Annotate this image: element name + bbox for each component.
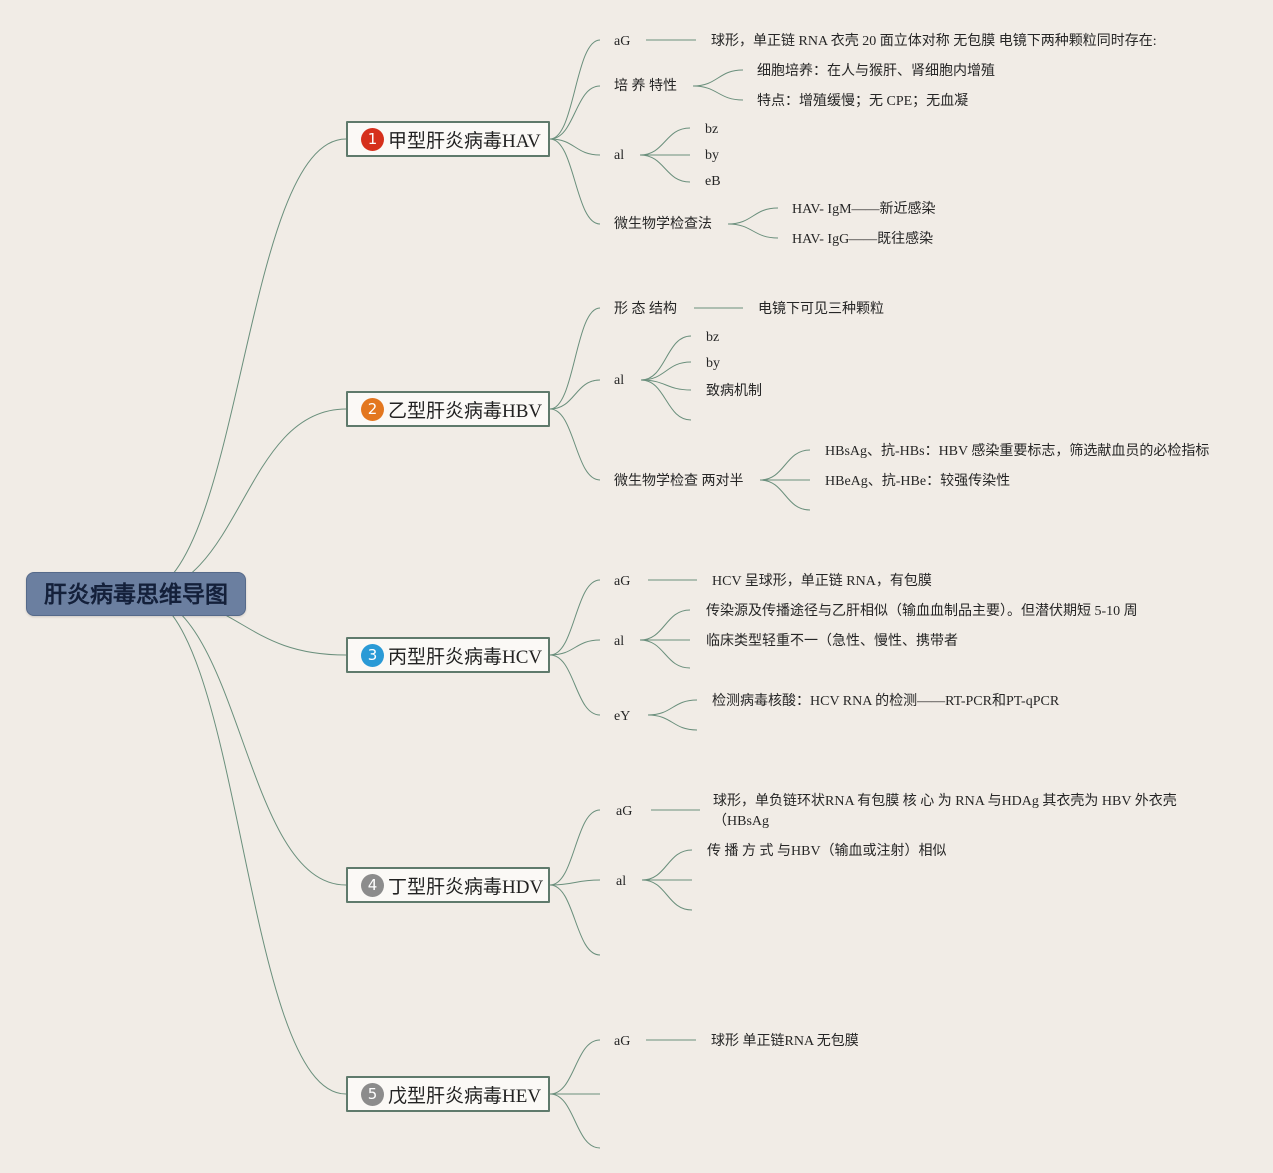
- connector-line: [549, 379, 601, 410]
- hav-lab-child-1[interactable]: HAV- IgM——新近感染: [792, 202, 936, 217]
- connector-line: [647, 699, 698, 716]
- hav-culture-child-1[interactable]: 细胞培养：在人与猴肝、肾细胞内增殖: [757, 64, 995, 79]
- connector-line: [549, 884, 601, 956]
- hcv-al-child-1[interactable]: 传染源及传播途径与乙肝相似（输血血制品主要）。但潜伏期短 5-10 周: [706, 604, 1138, 619]
- hev-ag-text[interactable]: 球形 单正链RNA 无包膜: [711, 1034, 859, 1049]
- number-5-badge-icon: 5: [361, 1082, 384, 1106]
- branch-hev[interactable]: 5 戊型肝炎病毒HEV: [346, 1076, 550, 1112]
- number-1-badge-icon: 1: [361, 127, 384, 151]
- hdv-ag-text-line2[interactable]: （HBsAg: [713, 814, 770, 829]
- connector-line: [647, 714, 698, 731]
- hbv-al-child-1[interactable]: bz: [706, 330, 720, 345]
- connector-line: [137, 593, 347, 1095]
- connector-line: [759, 479, 811, 511]
- branch-hcv[interactable]: 3 丙型肝炎病毒HCV: [346, 637, 550, 673]
- hbv-label-lab[interactable]: 微生物学检查 两对半: [614, 474, 744, 489]
- hcv-label-ag[interactable]: aG: [614, 574, 631, 589]
- hav-label-culture[interactable]: 培 养 特性: [614, 79, 677, 94]
- hcv-ag-text[interactable]: HCV 呈球形，单正链 RNA，有包膜: [712, 574, 932, 589]
- hdv-ag-text[interactable]: 球形，单负链环状RNA 有包膜 核 心 为 RNA 与HDAg 其衣壳为 HBV…: [713, 794, 1177, 809]
- connector-line: [639, 609, 691, 641]
- hav-culture-child-2[interactable]: 特点：增殖缓慢；无 CPE；无血凝: [757, 94, 969, 109]
- connector-line: [137, 408, 347, 595]
- branch-title: 丙型肝炎病毒HCV: [388, 646, 543, 668]
- connector-line: [137, 593, 347, 886]
- hav-label-lab[interactable]: 微生物学检查法: [614, 217, 712, 232]
- number-2-badge-icon: 2: [361, 397, 384, 421]
- connector-line: [639, 639, 691, 669]
- connector-line: [549, 1093, 601, 1149]
- connector-line: [549, 85, 601, 140]
- branch-title: 甲型肝炎病毒HAV: [388, 130, 541, 152]
- hcv-label-ey[interactable]: eY: [614, 709, 631, 724]
- connector-line: [549, 879, 601, 886]
- connector-line: [641, 879, 693, 911]
- branch-hdv[interactable]: 4 丁型肝炎病毒HDV: [346, 867, 550, 903]
- connector-line: [639, 154, 691, 183]
- hdv-al-child-1[interactable]: 传 播 方 式 与HBV（输血或注射）相似: [707, 844, 947, 859]
- hav-al-child-1[interactable]: bz: [705, 122, 719, 137]
- hdv-label-ag[interactable]: aG: [616, 804, 633, 819]
- connector-line: [549, 39, 601, 140]
- hav-al-child-2[interactable]: by: [705, 148, 719, 163]
- connector-line: [640, 379, 692, 421]
- hev-label-ag[interactable]: aG: [614, 1034, 631, 1049]
- hcv-ey-child-1[interactable]: 检测病毒核酸：HCV RNA 的检测——RT-PCR和PT-qPCR: [712, 694, 1060, 709]
- connector-line: [137, 138, 347, 595]
- branch-hbv[interactable]: 2 乙型肝炎病毒HBV: [346, 391, 550, 427]
- connector-line: [639, 127, 691, 156]
- hdv-label-al[interactable]: al: [616, 874, 627, 889]
- connector-line: [549, 408, 601, 481]
- connector-line: [549, 639, 601, 656]
- branch-title: 丁型肝炎病毒HDV: [388, 876, 544, 898]
- hbv-al-child-3[interactable]: 致病机制: [706, 384, 762, 399]
- connector-line: [692, 85, 744, 101]
- hav-label-al[interactable]: al: [614, 148, 625, 163]
- hbv-lab-child-1[interactable]: HBsAg、抗-HBs：HBV 感染重要标志，筛选献血员的必检指标: [825, 444, 1210, 459]
- connector-line: [549, 1039, 601, 1095]
- connector-line: [549, 654, 601, 716]
- hav-ag-text[interactable]: 球形，单正链 RNA 衣壳 20 面立体对称 无包膜 电镜下两种颗粒同时存在:: [711, 34, 1157, 49]
- connector-line: [549, 307, 601, 410]
- branch-title: 乙型肝炎病毒HBV: [388, 400, 543, 422]
- number-3-badge-icon: 3: [361, 643, 384, 667]
- connector-line: [549, 579, 601, 656]
- hbv-label-al[interactable]: al: [614, 373, 625, 388]
- connector-line: [641, 849, 693, 881]
- connector-line: [549, 809, 601, 886]
- hbv-label-morphology[interactable]: 形 态 结构: [614, 302, 677, 317]
- hcv-al-child-2[interactable]: 临床类型轻重不一（急性、慢性、携带者: [706, 634, 958, 649]
- hav-lab-child-2[interactable]: HAV- IgG——既往感染: [792, 232, 934, 247]
- connector-line: [727, 207, 779, 225]
- connector-line: [640, 335, 692, 381]
- hcv-label-al[interactable]: al: [614, 634, 625, 649]
- hbv-morphology-text[interactable]: 电镜下可见三种颗粒: [758, 302, 884, 317]
- hav-al-child-3[interactable]: eB: [705, 174, 721, 189]
- connector-line: [549, 138, 601, 225]
- branch-title: 戊型肝炎病毒HEV: [388, 1085, 542, 1107]
- connector-line: [549, 138, 601, 156]
- connector-line: [640, 361, 692, 381]
- root-node[interactable]: 肝炎病毒思维导图: [26, 572, 246, 616]
- hav-label-ag[interactable]: aG: [614, 34, 631, 49]
- hbv-lab-child-2[interactable]: HBeAg、抗-HBe：较强传染性: [825, 474, 1011, 489]
- connector-line: [692, 69, 744, 87]
- branch-hav[interactable]: 1 甲型肝炎病毒HAV: [346, 121, 550, 157]
- number-4-badge-icon: 4: [361, 873, 384, 897]
- hbv-al-child-2[interactable]: by: [706, 356, 720, 371]
- connector-line: [727, 223, 779, 239]
- connector-line: [759, 449, 811, 481]
